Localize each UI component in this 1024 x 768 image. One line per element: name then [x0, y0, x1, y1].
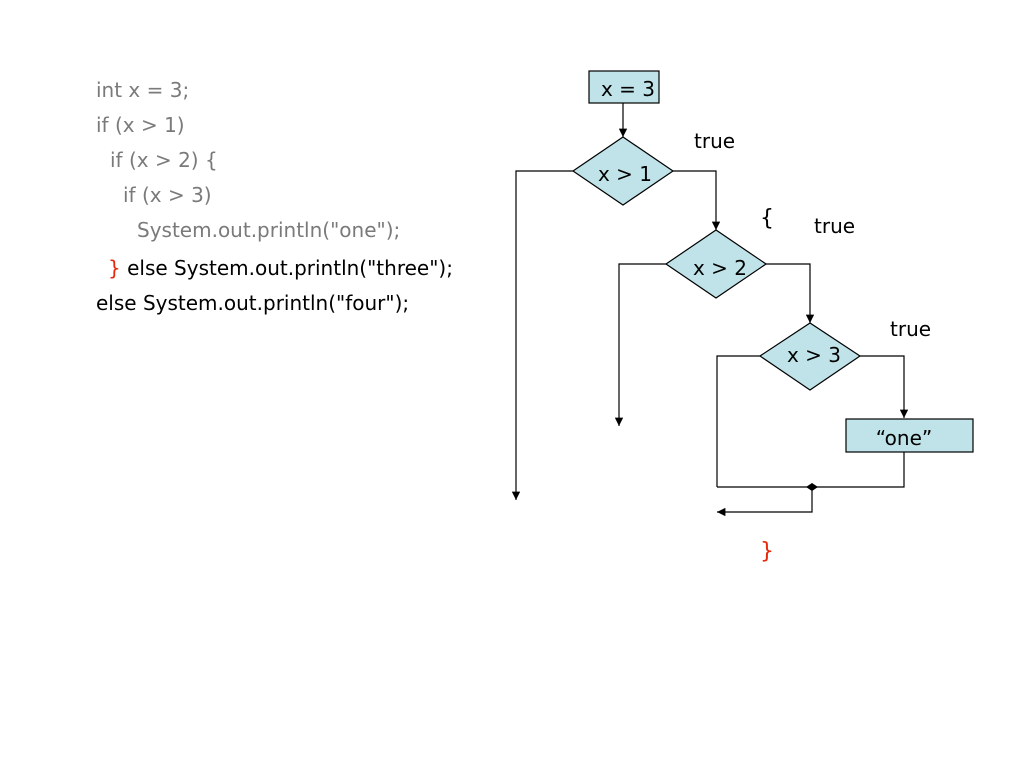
cond3-label: x > 3: [787, 343, 841, 367]
condition-diamond-x-gt-1: x > 1: [571, 136, 675, 206]
connector-output-merge: [717, 452, 905, 488]
true-label-cond1: true: [694, 129, 735, 153]
code-line-if-x-gt-2: if (x > 2) {: [110, 148, 218, 172]
code-line-if-x-gt-3: if (x > 3): [123, 183, 212, 207]
connector-cond1-false: [511, 170, 573, 500]
code-line-declare: int x = 3;: [96, 78, 190, 102]
condition-diamond-x-gt-2: x > 2: [664, 229, 768, 299]
connector-cond1-true: [673, 170, 721, 230]
output-one-label: “one”: [876, 426, 932, 450]
code-else-three-text: else System.out.println("three");: [120, 256, 453, 280]
assign-label: x = 3: [601, 77, 655, 101]
cond2-label: x > 2: [693, 256, 747, 280]
close-brace-label: }: [760, 539, 774, 564]
output-one-box: “one”: [845, 418, 974, 453]
connector-cond3-false: [716, 355, 760, 487]
code-close-brace: }: [108, 256, 121, 280]
connector-cond3-true: [860, 355, 909, 418]
assign-box: x = 3: [588, 70, 660, 104]
connector-cond2-false: [614, 263, 666, 426]
true-label-cond3: true: [890, 317, 931, 341]
condition-diamond-x-gt-3: x > 3: [758, 322, 862, 391]
code-line-if-x-gt-1: if (x > 1): [96, 113, 185, 137]
true-label-cond2: true: [814, 214, 855, 238]
code-line-else-three: } else System.out.println("three");: [108, 251, 453, 286]
code-line-print-one: System.out.println("one");: [137, 218, 401, 242]
code-line-else-four: else System.out.println("four");: [96, 291, 410, 315]
open-brace-label: {: [760, 206, 774, 231]
connector-merge-exit: [717, 487, 813, 517]
connector-cond2-true: [766, 263, 815, 323]
cond1-label: x > 1: [598, 162, 652, 186]
